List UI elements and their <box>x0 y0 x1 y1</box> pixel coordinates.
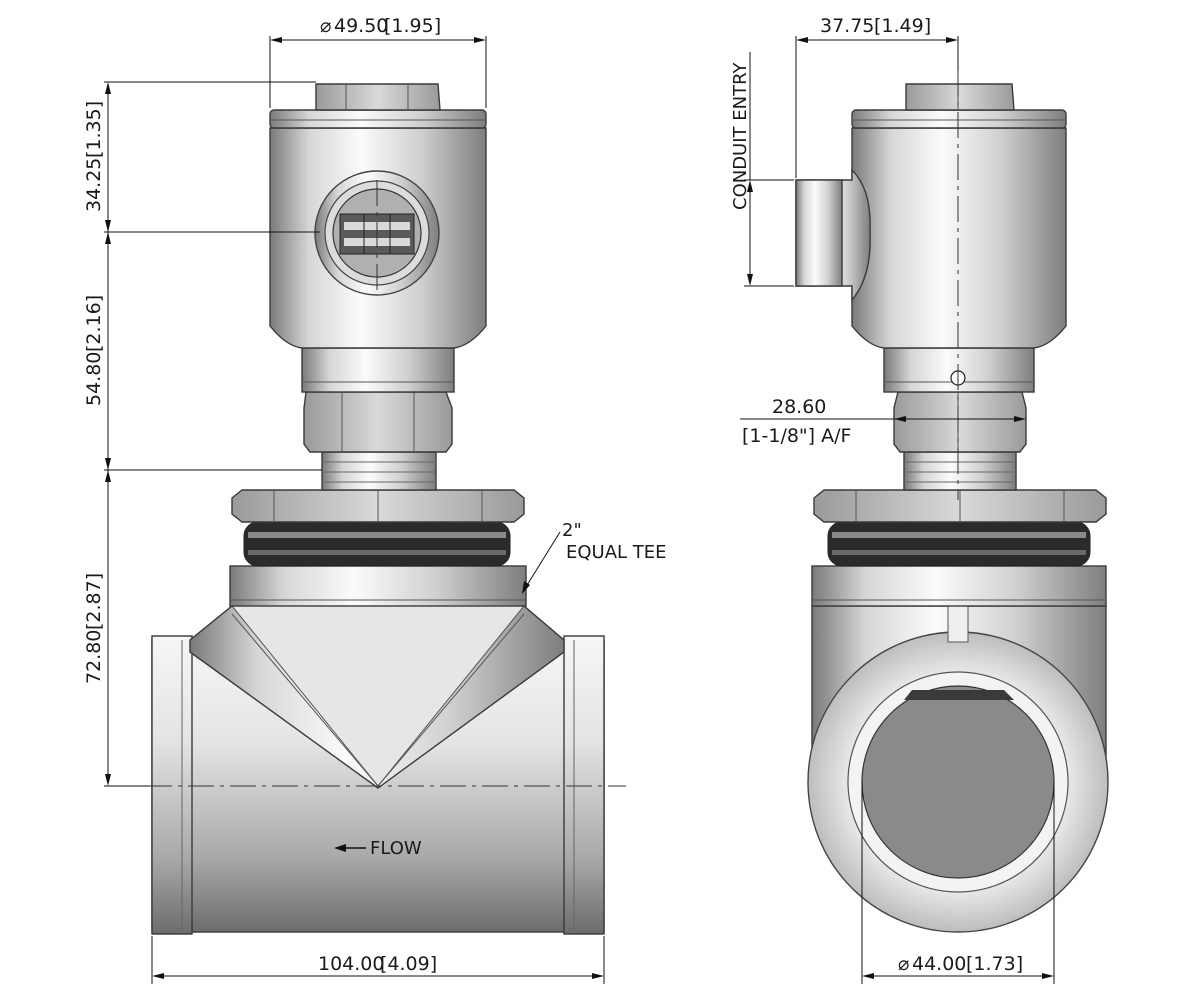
dim-head-height-in: [1.35] <box>83 101 105 158</box>
side-stem-threads <box>903 451 1017 491</box>
dim-tee-length-in: [4.09] <box>380 953 437 975</box>
dim-head-diameter-symbol: ⌀ <box>320 15 331 37</box>
tee-hex-nut <box>231 489 525 523</box>
side-view <box>795 70 1109 933</box>
stem-threads <box>321 451 437 491</box>
dim-head-diameter: 49.50 <box>334 15 388 37</box>
side-collar <box>811 565 1107 607</box>
dim-hex-af: 28.60 <box>772 396 826 418</box>
pipe-end <box>807 605 1109 933</box>
dim-hex-af-in: [1-1/8"] A/F <box>742 425 851 447</box>
side-stem-hex <box>893 391 1027 453</box>
dimension-labels: ⌀ 49.50 [1.95] 34.25 [1.35] 54.80 [2.16]… <box>83 15 1023 975</box>
conduit-entry-label: CONDUIT ENTRY <box>730 62 751 210</box>
dim-stem-height-in: [2.16] <box>83 295 105 352</box>
dimension-lines <box>104 36 1055 984</box>
o-ring <box>243 521 511 567</box>
dim-tee-height: 72.80 <box>83 630 105 684</box>
dim-tee-length: 104.00 <box>318 953 384 975</box>
stem-hex-nut <box>303 391 453 453</box>
tee-type-label: EQUAL TEE <box>566 542 667 563</box>
dim-head-diameter-in: [1.95] <box>384 15 441 37</box>
tee-size-label: 2" <box>562 520 582 541</box>
dim-side-width: 37.75 <box>820 15 874 37</box>
side-housing-head <box>851 109 1067 349</box>
dim-stem-height: 54.80 <box>83 352 105 406</box>
side-o-ring <box>827 521 1091 567</box>
cap-hex-nut <box>315 83 441 111</box>
dim-side-width-in: [1.49] <box>874 15 931 37</box>
side-conduit-boss <box>795 168 871 302</box>
flow-indicator: FLOW <box>334 838 422 859</box>
stem-neck <box>301 347 455 393</box>
dim-tee-height-in: [2.87] <box>83 573 105 630</box>
dim-bore-diameter-in: [1.73] <box>966 953 1023 975</box>
dim-head-height: 34.25 <box>83 158 105 212</box>
side-hex-nut <box>813 489 1107 523</box>
flow-label: FLOW <box>370 838 422 859</box>
side-cap-hex <box>905 83 1015 111</box>
front-view: FLOW <box>104 83 626 935</box>
dim-bore-diameter: 44.00 <box>912 953 966 975</box>
dim-bore-diameter-symbol: ⌀ <box>898 953 909 975</box>
